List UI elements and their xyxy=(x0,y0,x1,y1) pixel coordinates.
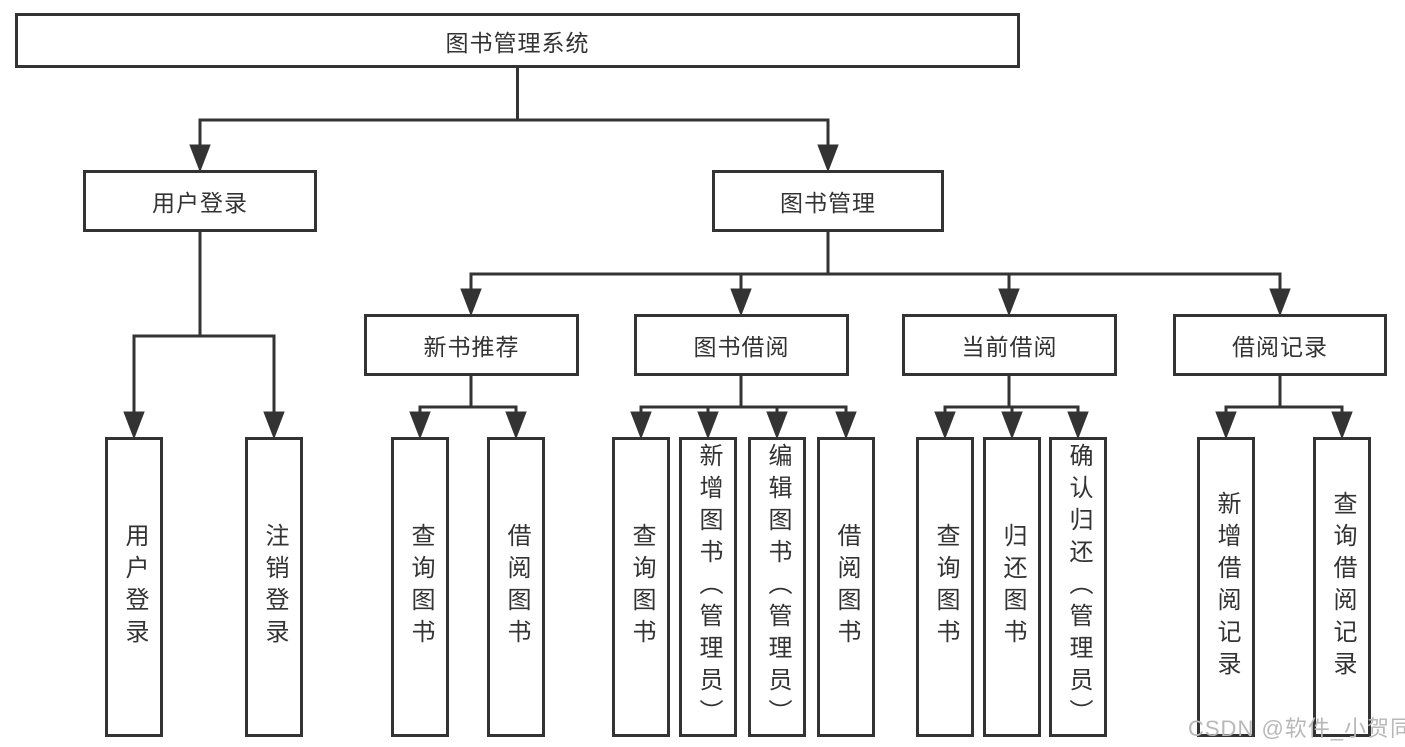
connector-root-to-level2 xyxy=(189,68,839,173)
connector-new-book-to-leaves xyxy=(409,376,527,440)
node-label: 查询图书 xyxy=(407,523,434,651)
node-new-book-recommend: 新书推荐 xyxy=(364,314,579,376)
node-leaf-add-borrow-record: 新增借阅记录 xyxy=(1197,437,1255,737)
node-label: 注销登录 xyxy=(261,523,288,651)
node-leaf-borrow-book-2: 借阅图书 xyxy=(817,437,875,737)
node-label: 图书管理 xyxy=(780,190,876,216)
node-label: 图书借阅 xyxy=(693,334,790,360)
csdn-watermark: CSDN @软件_小贺同学 xyxy=(1188,716,1405,741)
node-label: 当前借阅 xyxy=(961,334,1058,360)
node-label: 查询图书 xyxy=(628,523,655,651)
node-root-system: 图书管理系统 xyxy=(15,13,1020,68)
node-leaf-return-book: 归还图书 xyxy=(983,437,1041,737)
connector-borrow-record-to-leaves xyxy=(1215,376,1353,440)
node-book-management: 图书管理 xyxy=(712,170,944,232)
node-label: 确认归还（管理员） xyxy=(1065,443,1092,731)
node-leaf-query-borrow-record: 查询借阅记录 xyxy=(1313,437,1371,737)
node-book-borrow: 图书借阅 xyxy=(634,314,849,376)
node-leaf-query-book-1: 查询图书 xyxy=(391,437,449,737)
node-leaf-user-login: 用户登录 xyxy=(105,437,163,737)
node-leaf-query-book-2: 查询图书 xyxy=(612,437,670,737)
node-label: 图书管理系统 xyxy=(445,29,590,56)
node-leaf-borrow-book-1: 借阅图书 xyxy=(487,437,545,737)
node-borrow-record: 借阅记录 xyxy=(1173,314,1387,376)
node-label: 编辑图书（管理员） xyxy=(764,443,791,731)
node-label: 查询图书 xyxy=(932,523,959,651)
node-label: 新增借阅记录 xyxy=(1213,491,1240,683)
node-label: 借阅记录 xyxy=(1232,334,1328,360)
node-current-borrow: 当前借阅 xyxy=(902,314,1117,376)
node-leaf-add-book-admin: 新增图书（管理员） xyxy=(679,437,737,737)
node-label: 用户登录 xyxy=(121,523,148,651)
connector-current-borrow-to-leaves xyxy=(934,376,1089,440)
node-label: 用户登录 xyxy=(152,190,248,216)
node-leaf-query-book-3: 查询图书 xyxy=(916,437,974,737)
connector-user-login-to-leaves xyxy=(123,232,285,440)
node-user-login: 用户登录 xyxy=(83,170,317,232)
node-leaf-edit-book-admin: 编辑图书（管理员） xyxy=(748,437,806,737)
node-label: 借阅图书 xyxy=(833,523,860,651)
node-label: 新书推荐 xyxy=(423,334,520,360)
connector-book-mgmt-to-level3 xyxy=(460,232,1291,317)
node-label: 借阅图书 xyxy=(503,523,530,651)
node-label: 新增图书（管理员） xyxy=(695,443,722,731)
node-leaf-logout: 注销登录 xyxy=(245,437,303,737)
node-leaf-confirm-return-admin: 确认归还（管理员） xyxy=(1049,437,1107,737)
node-label: 归还图书 xyxy=(999,523,1026,651)
node-label: 查询借阅记录 xyxy=(1329,491,1356,683)
connector-book-borrow-to-leaves xyxy=(630,376,857,440)
